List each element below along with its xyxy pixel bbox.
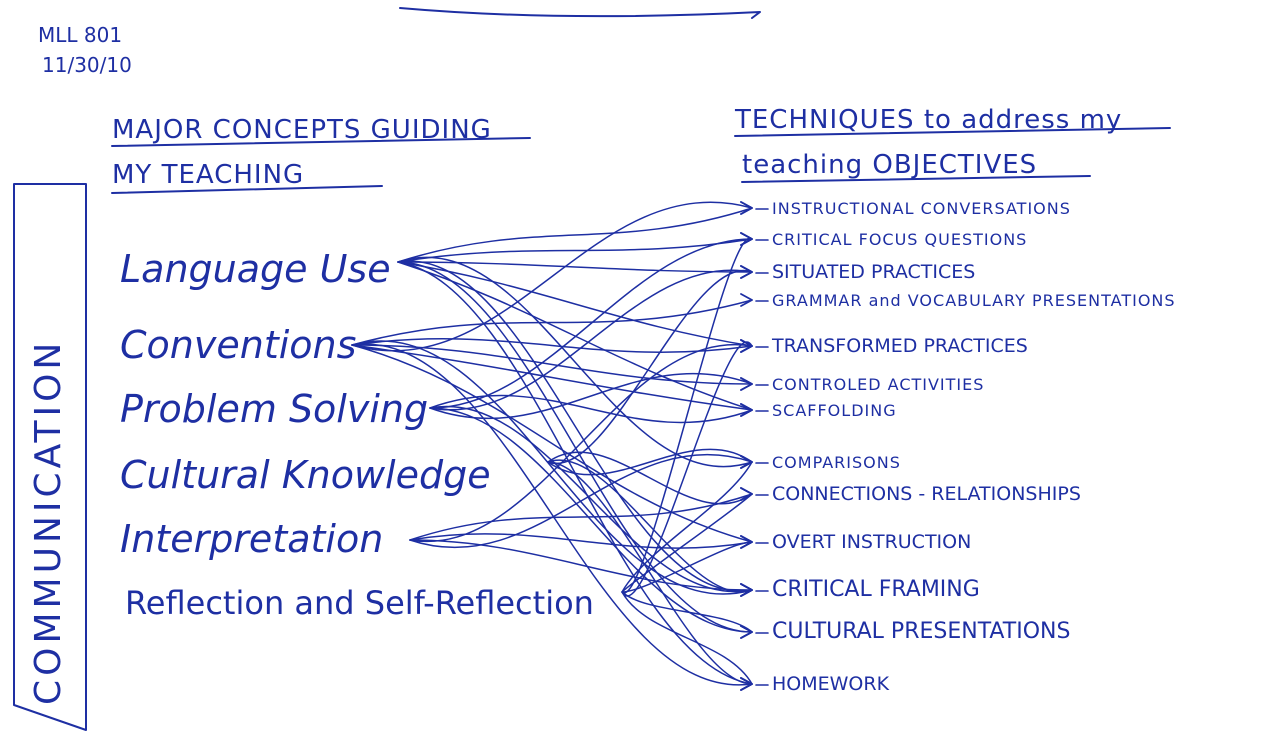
technique-transformed-practices: TRANSFORMED PRACTICES [771,335,1028,357]
technique-critical-framing: CRITICAL FRAMING [772,577,980,602]
connection-conventions-to-overt-instruction [351,344,753,543]
connection-problem-solving-to-situated-practices [429,269,753,411]
technique-critical-focus-questions: CRITICAL FOCUS QUESTIONS [772,230,1027,249]
connection-interpretation-to-comparisons [409,453,753,549]
connection-language-use-to-instructional-conversations [397,207,753,263]
connection-language-use-to-critical-framing [397,260,753,592]
technique-homework: HOMEWORK [772,673,890,695]
connection-reflection-to-overt-instruction [621,541,753,593]
arrowhead-icon [740,339,753,353]
note-date: 11/30/10 [42,53,132,77]
connection-reflection-to-comparisons [621,461,753,593]
technique-overt-instruction: OVERT INSTRUCTION [772,531,971,553]
technique-comparisons: COMPARISONS [772,453,901,472]
arrowhead-icon [740,232,753,246]
connection-interpretation-to-transformed-practices [409,343,753,543]
concept-language-use: Language Use [120,247,391,291]
technique-list: INSTRUCTIONAL CONVERSATIONS CRITICAL FOCU… [755,199,1176,695]
heading-left-line2: MY TEACHING [112,160,304,190]
side-label-box [13,183,87,731]
concept-interpretation: Interpretation [120,517,383,561]
connection-problem-solving-to-cultural-presentations [429,407,753,633]
technique-instructional-conversations: INSTRUCTIONAL CONVERSATIONS [772,199,1071,218]
connection-language-use-to-cultural-presentations [397,261,753,633]
connection-conventions-to-homework [351,343,753,686]
connection-problem-solving-to-controled-activities [429,372,753,420]
connection-reflection-to-critical-focus-questions [621,237,753,594]
connection-language-use-to-situated-practices [397,261,753,273]
connection-interpretation-to-overt-instruction [409,533,753,549]
technique-controled-activities: CONTROLED ACTIVITIES [772,375,984,394]
concept-cultural-knowledge: Cultural Knowledge [120,453,491,497]
connection-problem-solving-to-scaffolding [429,394,753,424]
heading-right-line2: teaching OBJECTIVES [742,150,1037,180]
connection-cultural-knowledge-to-situated-practices [547,269,753,465]
technique-scaffolding: SCAFFOLDING [772,401,897,420]
arrowhead-icon [740,455,753,469]
technique-situated-practices: SITUATED PRACTICES [772,261,975,283]
connection-cultural-knowledge-to-homework [547,461,753,685]
side-label: COMMUNICATION [28,339,69,705]
connection-interpretation-to-critical-framing [409,539,753,591]
technique-cultural-presentations: CULTURAL PRESENTATIONS [772,619,1070,644]
connection-arrows [351,201,753,691]
arrowhead-icon [740,535,753,549]
connection-conventions-to-critical-framing [351,340,753,595]
connection-reflection-to-transformed-practices [621,341,753,597]
course-code: MLL 801 [38,23,122,47]
connection-reflection-to-cultural-presentations [621,591,753,633]
connection-conventions-to-transformed-practices [351,338,753,353]
concept-reflection: Reflection and Self-Reflection [125,584,594,622]
connection-interpretation-to-connections-relationships [409,493,753,541]
connection-conventions-to-instructional-conversations [351,201,753,352]
arrowhead-icon [740,201,753,215]
arrowhead-icon [740,293,753,307]
connection-reflection-to-connections-relationships [621,493,753,593]
concept-problem-solving: Problem Solving [120,387,428,431]
arrowhead-icon [740,583,753,597]
arrowhead-icon [740,403,753,417]
connection-language-use-to-critical-focus-questions [397,238,753,263]
arrowhead-icon [740,677,753,691]
arrowhead-icon [740,487,753,501]
connection-language-use-to-comparisons [397,256,753,468]
connection-problem-solving-to-critical-focus-questions [429,238,753,409]
connection-problem-solving-to-critical-framing [429,405,753,593]
technique-connections-relationships: CONNECTIONS - RELATIONSHIPS [772,483,1081,505]
technique-grammar-vocab: GRAMMAR and VOCABULARY PRESENTATIONS [772,291,1176,310]
arrowhead-icon [740,625,753,639]
connection-conventions-to-grammar-vocab [351,299,753,346]
connection-cultural-knowledge-to-connections-relationships [547,451,753,505]
concept-conventions: Conventions [120,323,356,367]
arrowhead-icon [740,377,753,391]
connection-conventions-to-controled-activities [351,344,753,385]
connection-reflection-to-homework [621,591,753,685]
arrowhead-icon [740,265,753,279]
